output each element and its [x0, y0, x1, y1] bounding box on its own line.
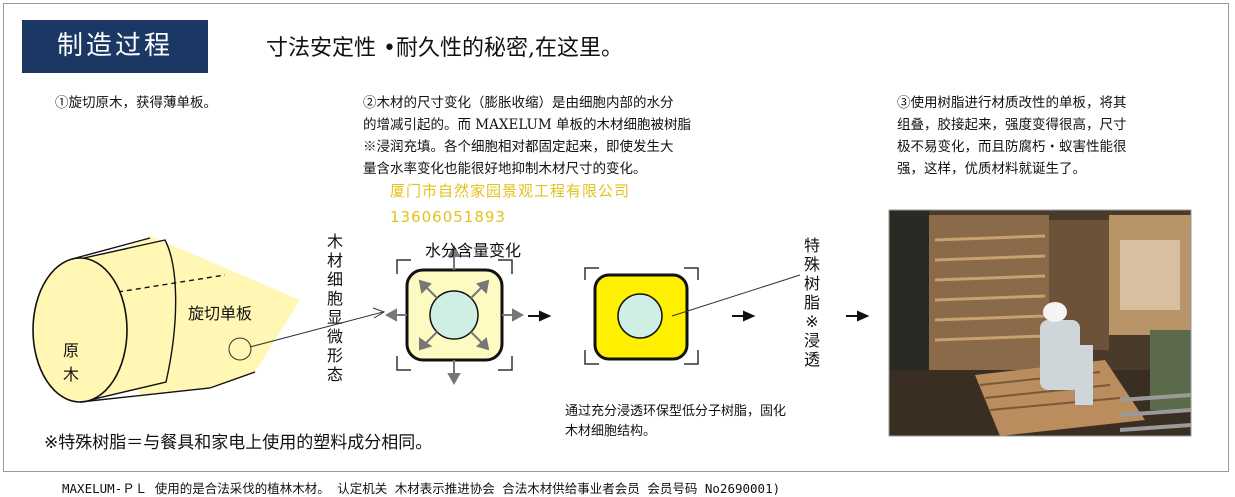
cell-nucleus	[429, 290, 479, 340]
corner-bracket	[584, 267, 599, 280]
resin-caption: 通过充分浸透环保型低分子树脂，固化 木材细胞结构。	[565, 402, 786, 442]
watermark: 厦门市自然家园景观工程有限公司 13606051893	[390, 178, 630, 230]
log-top-edge	[71, 237, 151, 260]
step-3-line: 强，这样，优质材料就诞生了。	[897, 161, 1086, 177]
process-arrow	[846, 310, 870, 322]
log-end	[32, 257, 128, 403]
step-1-text: ①旋切原木，获得薄单板。	[55, 95, 217, 111]
caption-line: 木材细胞结构。	[565, 424, 657, 439]
step-2-line: 的增减引起的。而 MAXELUM 单板的木材细胞被树脂	[363, 117, 692, 133]
step-3-line: ③使用树脂进行材质改性的单板，将其	[897, 95, 1127, 111]
process-arrow	[528, 310, 552, 322]
content-frame	[3, 3, 1229, 472]
resin-label: 特殊树脂※浸透	[803, 236, 820, 369]
corner-bracket	[684, 267, 699, 280]
corner-bracket	[584, 350, 599, 365]
step-3-line: 组叠，胶接起来，强度变得很高，尺寸	[897, 117, 1127, 133]
veneer-label: 旋切单板	[188, 304, 253, 323]
section-title: 制造过程	[56, 31, 173, 61]
log-bottom-edge	[79, 371, 256, 403]
corner-bracket	[396, 356, 411, 371]
headline: 寸法安定性 •耐久性的秘密,在这里。	[266, 36, 623, 61]
section-title-box	[22, 20, 208, 73]
moisture-arrows	[384, 244, 525, 386]
resin-cell	[584, 267, 699, 365]
step-2-line: ②木材的尺寸变化（膨胀收缩）是由细胞内部的水分	[363, 95, 674, 111]
pointer-arrow	[372, 307, 386, 319]
step-3-line: 极不易变化，而且防腐朽・蚁害性能很	[897, 139, 1127, 155]
corner-bracket	[684, 350, 699, 365]
resin-note: ※特殊树脂＝与餐具和家电上使用的塑料成分相同。	[44, 433, 433, 453]
moisture-cell	[384, 244, 525, 386]
step-2-line: ※浸润充填。各个细胞相对都固定起来，即使发生大	[363, 139, 674, 155]
step-2-line: 量含水率变化也能很好地抑制木材尺寸的变化。	[363, 161, 647, 177]
cell-nucleus	[617, 293, 663, 339]
watermark-company: 厦门市自然家园景观工程有限公司	[390, 182, 631, 200]
caption-line: 通过充分浸透环保型低分子树脂，固化	[565, 404, 787, 419]
corner-bracket	[396, 259, 411, 274]
factory-photo	[888, 209, 1192, 437]
footer-text: MAXELUM-ＰＬ 使用的是合法采伐的植林木材。 认定机关 木材表示推进协会 …	[62, 481, 781, 496]
cell-sample-circle	[228, 337, 252, 361]
watermark-phone: 13606051893	[390, 208, 506, 226]
log-label-line: 原	[63, 341, 80, 360]
log-label-line: 木	[63, 365, 80, 384]
process-arrow	[732, 310, 756, 322]
corner-bracket	[498, 259, 513, 274]
step-2-text: ②木材的尺寸变化（膨胀收缩）是由细胞内部的水分 的增减引起的。而 MAXELUM…	[363, 92, 691, 180]
resin-pointer-line	[671, 274, 801, 317]
cut-dash-line	[117, 274, 226, 293]
step-3-text: ③使用树脂进行材质改性的单板，将其 组叠，胶接起来，强度变得很高，尺寸 极不易变…	[897, 92, 1127, 180]
log-label: 原 木	[63, 337, 79, 385]
corner-bracket	[498, 356, 513, 371]
moisture-label: 水分含量变化	[425, 241, 522, 260]
pointer-line	[249, 311, 384, 348]
cell-form-label: 木材细胞显微形态	[326, 232, 343, 384]
